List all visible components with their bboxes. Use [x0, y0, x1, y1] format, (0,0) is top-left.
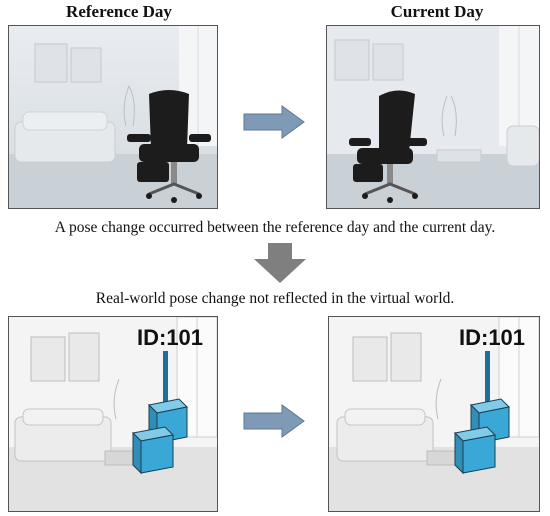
- right-arrow-icon: [243, 404, 305, 438]
- cube-model-icon: [453, 398, 511, 475]
- object-id-label: ID:101: [459, 325, 526, 350]
- pose-change-caption: A pose change occurred between the refer…: [54, 219, 496, 236]
- reference-day-title: Reference Day: [66, 2, 172, 21]
- office-chair-icon: [127, 90, 211, 203]
- office-chair-icon: [349, 90, 427, 203]
- current-day-title: Current Day: [390, 2, 484, 21]
- reference-day-photo: [8, 25, 218, 209]
- object-id-label: ID:101: [137, 325, 204, 350]
- virtual-world-reference: ID:101: [8, 316, 218, 512]
- not-reflected-caption: Real-world pose change not reflected in …: [95, 290, 455, 307]
- down-arrow-icon: [254, 243, 306, 283]
- current-day-photo: [326, 25, 540, 209]
- right-arrow-icon: [243, 105, 305, 139]
- virtual-world-current: ID:101: [328, 316, 540, 512]
- cube-model-icon: [131, 398, 189, 475]
